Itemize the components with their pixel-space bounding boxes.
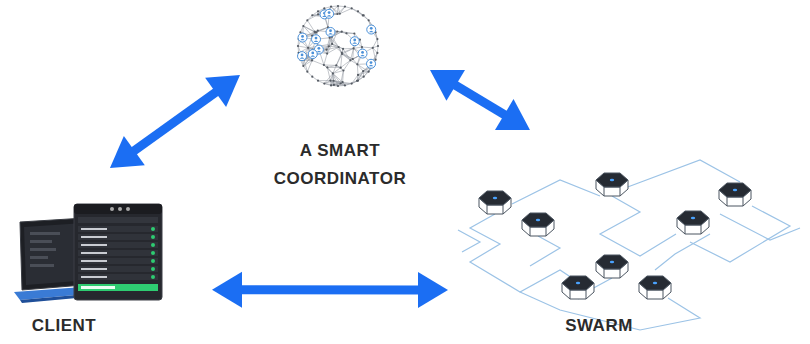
arrow-shaft <box>132 91 218 153</box>
arrow-head <box>212 272 242 308</box>
double-arrow <box>430 70 530 130</box>
swarm-node: SWARM <box>448 130 806 342</box>
node-label: SWARM <box>539 312 659 340</box>
double-arrow <box>110 75 240 168</box>
node-label: A SMART COORDINATOR <box>265 137 415 193</box>
arrow-head <box>205 75 240 107</box>
arrow-head <box>495 99 530 130</box>
swarm-network <box>458 160 800 330</box>
client-devices <box>14 204 162 303</box>
network-sphere <box>297 5 379 87</box>
client-node: CLIENT <box>5 168 212 342</box>
arrow-head <box>430 70 465 101</box>
arrow-head <box>110 136 145 168</box>
arrow-shaft <box>239 285 421 294</box>
double-arrow <box>212 272 448 308</box>
arrow-head <box>418 272 448 308</box>
arrow-shaft <box>453 84 507 116</box>
node-label: CLIENT <box>9 312 119 340</box>
coordinator-node: A SMART COORDINATOR <box>240 2 430 195</box>
